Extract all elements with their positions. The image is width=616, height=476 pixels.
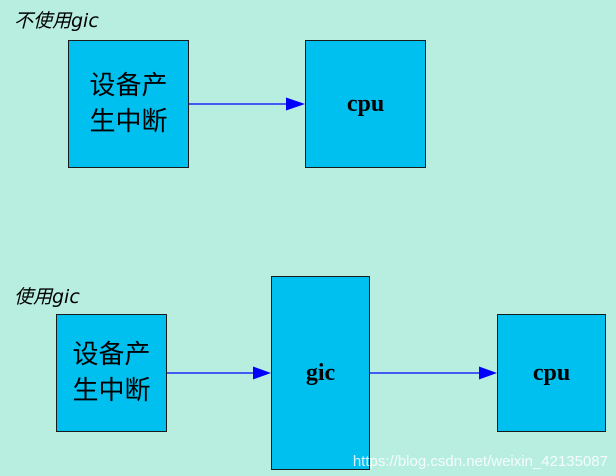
- cpu-box-top: cpu: [305, 40, 426, 168]
- arrowhead-device-to-cpu-top: [286, 97, 305, 111]
- cpu-label-bottom: cpu: [532, 359, 571, 386]
- watermark-url: https://blog.csdn.net/weixin_42135087: [352, 453, 608, 470]
- device-interrupt-box-top: 设备产生中断: [68, 40, 189, 168]
- gic-label: gic: [305, 359, 336, 386]
- title-without-gic: 不使用gic: [14, 10, 99, 32]
- cpu-label-top: cpu: [346, 90, 385, 117]
- arrowhead-device-to-gic: [253, 366, 271, 380]
- arrowhead-gic-to-cpu: [479, 366, 497, 380]
- title-with-gic: 使用gic: [14, 286, 80, 308]
- gic-box: gic: [271, 276, 370, 470]
- device-interrupt-box-bottom: 设备产生中断: [56, 314, 167, 432]
- device-interrupt-label-bottom: 设备产生中断: [72, 340, 151, 406]
- cpu-box-bottom: cpu: [497, 314, 606, 432]
- device-interrupt-label-top: 设备产生中断: [89, 71, 168, 137]
